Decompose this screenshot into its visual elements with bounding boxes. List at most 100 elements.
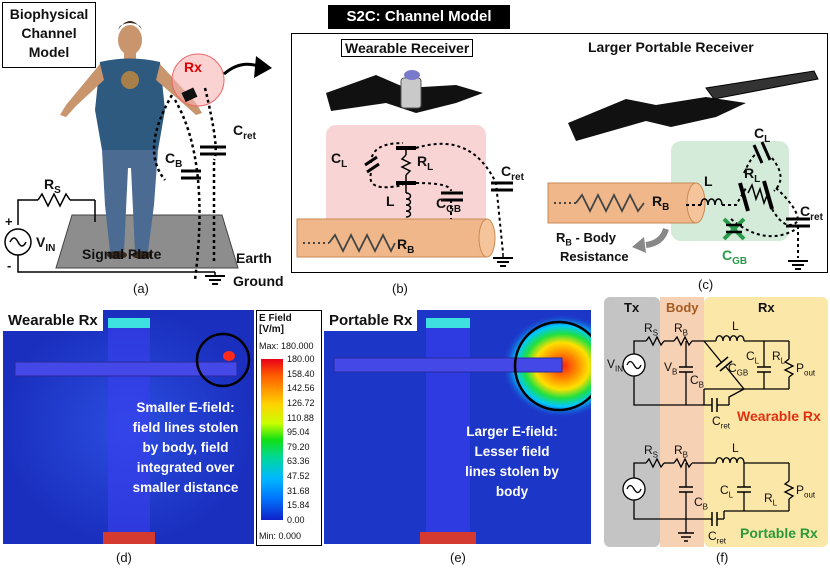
box-line-2: Channel bbox=[21, 25, 77, 41]
portable-text-line: lines stolen by bbox=[465, 464, 559, 479]
legend-tick-label: 0.00 bbox=[287, 515, 305, 525]
rx-device bbox=[181, 87, 198, 103]
legend-tick-label: 180.00 bbox=[287, 354, 315, 364]
legend-tick-label: 126.72 bbox=[287, 397, 315, 408]
portable-receiver-title: Larger Portable Receiver bbox=[588, 39, 754, 55]
rx-arrow bbox=[223, 62, 259, 76]
f-vin-top: VIN bbox=[607, 357, 624, 374]
biophysical-model-box: Biophysical Channel Model bbox=[2, 2, 96, 68]
panel-c-drawing bbox=[547, 70, 819, 270]
f-cb-top: CB bbox=[690, 373, 705, 390]
c-cl-label: CL bbox=[754, 125, 771, 145]
f-pout-bottom: Pout bbox=[796, 483, 816, 500]
vin-label: VIN bbox=[36, 234, 56, 254]
box-line-1: Biophysical bbox=[9, 6, 89, 22]
caption-f: (f) bbox=[716, 550, 729, 565]
legend-tick-label: 95.04 bbox=[287, 427, 310, 438]
legend-tick-label: 79.20 bbox=[287, 441, 310, 452]
wearable-text-line: smaller distance bbox=[132, 480, 239, 495]
panel-f-circuit bbox=[622, 335, 795, 542]
f-cb-bottom: CB bbox=[694, 495, 709, 512]
f-l-bottom: L bbox=[732, 441, 739, 455]
c-cgb-label: CGB bbox=[722, 247, 748, 267]
legend-min: Min: 0.000 bbox=[259, 531, 302, 541]
portable-text-line: Lesser field bbox=[474, 444, 550, 459]
wearable-text-line: field lines stolen bbox=[132, 420, 239, 435]
wearable-text-line: integrated over bbox=[136, 460, 235, 475]
wearable-text-line: Smaller E-field: bbox=[136, 400, 235, 415]
channel-model-frame bbox=[291, 33, 828, 273]
panel-a-drawing bbox=[4, 21, 272, 285]
s2c-title-box: S2C: Channel Model bbox=[328, 5, 510, 29]
portable-rx-label: Portable Rx bbox=[740, 525, 818, 541]
wearable-rx-circle bbox=[195, 332, 251, 388]
b-cl-label: CL bbox=[331, 150, 348, 170]
panel-d: Wearable Rx Smaller E-field: field lines… bbox=[3, 310, 254, 544]
f-rx-label: Rx bbox=[758, 300, 775, 315]
ground-label: Ground bbox=[233, 273, 284, 289]
rs-label: RS bbox=[44, 176, 61, 196]
human-figure bbox=[60, 21, 202, 259]
panel-b-drawing bbox=[296, 70, 513, 267]
wearable-text-line: by body, field bbox=[142, 440, 229, 455]
f-body-label: Body bbox=[666, 300, 699, 315]
portable-rx-circle bbox=[513, 320, 591, 412]
panel-a: Biophysical Channel Model bbox=[0, 0, 290, 300]
portable-rx-title: Portable Rx bbox=[324, 310, 418, 331]
legend-max: Max: 180.000 bbox=[259, 341, 314, 351]
portable-text-line: Larger E-field: bbox=[466, 424, 558, 439]
f-rb-top: RB bbox=[674, 321, 689, 338]
plus-label: + bbox=[5, 214, 13, 229]
f-cl-bottom: CL bbox=[720, 483, 734, 500]
panel-c: Larger Portable Receiver bbox=[536, 33, 830, 298]
efield-plot-wearable bbox=[3, 310, 254, 544]
f-vb-top: VB bbox=[664, 360, 678, 377]
legend-tick-label: 110.88 bbox=[287, 412, 314, 423]
legend-title-1: E Field bbox=[259, 313, 292, 324]
legend-tick-label: 63.36 bbox=[287, 456, 310, 467]
tx-region bbox=[604, 297, 660, 547]
c-cret-label: Cret bbox=[800, 203, 823, 223]
cret-label: Cret bbox=[233, 122, 256, 142]
panel-e: Portable Rx Larger E-field: Lesser field… bbox=[324, 310, 591, 544]
f-cret-top: Cret bbox=[712, 414, 731, 431]
s2c-title: S2C: Channel Model bbox=[346, 8, 492, 25]
f-rs-top: RS bbox=[644, 321, 659, 338]
legend-tick-label: 47.52 bbox=[287, 471, 310, 482]
b-l-label: L bbox=[386, 193, 395, 209]
b-cret-label: Cret bbox=[501, 163, 524, 183]
legend-title-2: [V/m] bbox=[259, 324, 284, 335]
body-region bbox=[660, 297, 704, 547]
rx-label: Rx bbox=[184, 59, 202, 75]
panel-f: Tx Body Rx RS RB L VIN VB CB CGB CL RL P… bbox=[604, 297, 828, 547]
f-cgb-top: CGB bbox=[728, 361, 749, 378]
box-line-3: Model bbox=[28, 44, 70, 60]
legend-tick-label: 142.56 bbox=[287, 383, 315, 394]
c-body-cylinder bbox=[547, 182, 697, 224]
legend-tick-label: 31.68 bbox=[287, 485, 310, 496]
f-rs-bottom: RS bbox=[644, 443, 659, 460]
rx-region bbox=[704, 297, 828, 547]
f-rb-bottom: RB bbox=[674, 443, 689, 460]
b-cgb-label: CGB bbox=[436, 195, 462, 215]
f-tx-label: Tx bbox=[624, 300, 640, 315]
b-rb-label: RB bbox=[397, 236, 415, 256]
caption-c: (c) bbox=[698, 277, 714, 292]
efield-plot-portable bbox=[324, 310, 591, 544]
body-cylinder bbox=[296, 218, 488, 258]
f-l-top: L bbox=[732, 319, 739, 333]
portable-text-line: body bbox=[495, 484, 529, 499]
caption-d: (d) bbox=[116, 550, 132, 565]
c-l-label: L bbox=[704, 173, 713, 189]
wearable-rx-title: Wearable Rx bbox=[3, 310, 103, 331]
body-resistance-line-2: Resistance bbox=[560, 249, 629, 264]
wearable-rx-label: Wearable Rx bbox=[737, 408, 821, 424]
signal-plate-label: Signal Plate bbox=[82, 246, 162, 262]
portable-text: Larger E-field: Lesser field lines stole… bbox=[442, 422, 582, 502]
cb-label: CB bbox=[165, 150, 183, 170]
minus-label: - bbox=[7, 258, 12, 273]
f-pout-top: Pout bbox=[796, 361, 816, 378]
f-cl-top: CL bbox=[746, 349, 760, 366]
legend-tick-label: 15.84 bbox=[287, 500, 310, 511]
